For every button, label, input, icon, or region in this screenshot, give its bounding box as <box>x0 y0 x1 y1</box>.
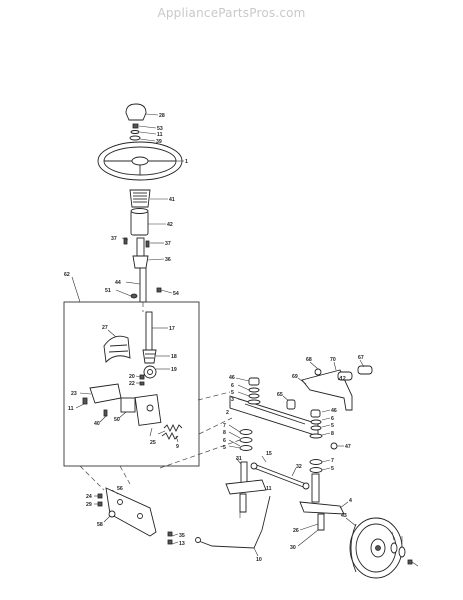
part-number-11-lower: 11 <box>266 486 272 492</box>
part-number-40: 40 <box>94 421 100 427</box>
part-number-42: 42 <box>167 222 173 228</box>
sub-assembly-box <box>63 301 200 467</box>
lower-shaft <box>142 311 157 364</box>
part-number-70: 70 <box>330 357 336 363</box>
part-number-67: 67 <box>358 355 364 361</box>
part-number-31: 31 <box>236 456 242 462</box>
part-number-20: 20 <box>129 374 135 380</box>
part-number-17: 17 <box>169 326 175 332</box>
part-number-44: 44 <box>115 280 121 286</box>
part-number-32: 32 <box>296 464 302 470</box>
part-number-68: 68 <box>306 357 312 363</box>
steering-shaft <box>130 267 162 303</box>
column-sleeve <box>130 208 149 236</box>
watermark-text: AppliancePartsPros.com <box>157 6 306 20</box>
part-number-11: 11 <box>157 132 163 138</box>
part-number-15: 15 <box>266 451 272 457</box>
right-spindle-stack <box>299 409 345 531</box>
part-number-5-lower: 5 <box>223 445 226 451</box>
part-number-1: 1 <box>185 159 188 165</box>
part-number-22: 22 <box>129 381 135 387</box>
part-number-50: 50 <box>114 417 120 423</box>
part-number-5-right: 5 <box>331 423 334 429</box>
tie-rod <box>195 495 271 549</box>
steering-cap <box>125 103 147 121</box>
part-number-65: 65 <box>277 392 283 398</box>
part-number-29: 29 <box>86 502 92 508</box>
part-number-26: 26 <box>293 528 299 534</box>
part-number-27: 27 <box>102 325 108 331</box>
left-spindle-stack <box>225 377 267 513</box>
steering-pivot <box>103 394 162 426</box>
part-number-6-lower: 6 <box>223 438 226 444</box>
part-number-47: 47 <box>345 444 351 450</box>
part-number-12: 12 <box>340 376 346 382</box>
wheel-hardware <box>390 542 413 565</box>
part-number-10: 10 <box>256 557 262 563</box>
part-number-51: 51 <box>105 288 111 294</box>
part-number-28: 28 <box>159 113 165 119</box>
upper-shaft-joint <box>123 237 150 269</box>
part-number-9: 9 <box>176 444 179 450</box>
part-number-58: 58 <box>97 522 103 528</box>
part-number-56: 56 <box>117 486 123 492</box>
part-number-30: 30 <box>290 545 296 551</box>
part-number-69: 69 <box>292 374 298 380</box>
part-number-11-box: 11 <box>68 406 74 412</box>
drag-link <box>250 462 310 490</box>
center-pivot-bolt <box>286 399 296 410</box>
part-number-6-right: 6 <box>331 416 334 422</box>
part-number-36: 36 <box>165 257 171 263</box>
part-number-24: 24 <box>86 494 92 500</box>
part-number-3: 3 <box>231 397 234 403</box>
part-number-46-left: 46 <box>229 375 235 381</box>
steering-wheel <box>97 141 183 181</box>
part-number-37-left: 37 <box>111 236 117 242</box>
segment-gear <box>103 335 131 363</box>
part-number-7-right: 7 <box>331 458 334 464</box>
part-number-19: 19 <box>171 367 177 373</box>
part-number-35: 35 <box>179 533 185 539</box>
part-number-7-left: 7 <box>223 423 226 429</box>
lower-bracket-plate <box>97 487 157 537</box>
part-number-54: 54 <box>173 291 179 297</box>
part-number-8-left: 8 <box>223 430 226 436</box>
right-bracket <box>301 365 373 411</box>
part-number-5-left: 5 <box>231 390 234 396</box>
part-number-6-left: 6 <box>231 383 234 389</box>
part-number-25: 25 <box>150 440 156 446</box>
part-number-46-right: 46 <box>331 408 337 414</box>
part-number-37-right: 37 <box>165 241 171 247</box>
washer-stack <box>129 123 141 141</box>
gear-hub <box>129 189 151 208</box>
part-number-23: 23 <box>71 391 77 397</box>
part-number-4: 4 <box>349 498 352 504</box>
spring <box>161 423 183 441</box>
part-number-43-wheel: 43 <box>341 513 347 519</box>
part-number-18: 18 <box>171 354 177 360</box>
part-number-41: 41 <box>169 197 175 203</box>
part-number-5-bottom: 5 <box>331 466 334 472</box>
part-number-8-right: 8 <box>331 431 334 437</box>
part-number-62: 62 <box>64 272 70 278</box>
part-number-13: 13 <box>179 541 185 547</box>
part-number-2: 2 <box>226 410 229 416</box>
front-wheel <box>349 517 403 579</box>
part-number-53: 53 <box>157 126 163 132</box>
part-number-39: 39 <box>156 139 162 145</box>
pinion-assembly <box>139 365 157 386</box>
